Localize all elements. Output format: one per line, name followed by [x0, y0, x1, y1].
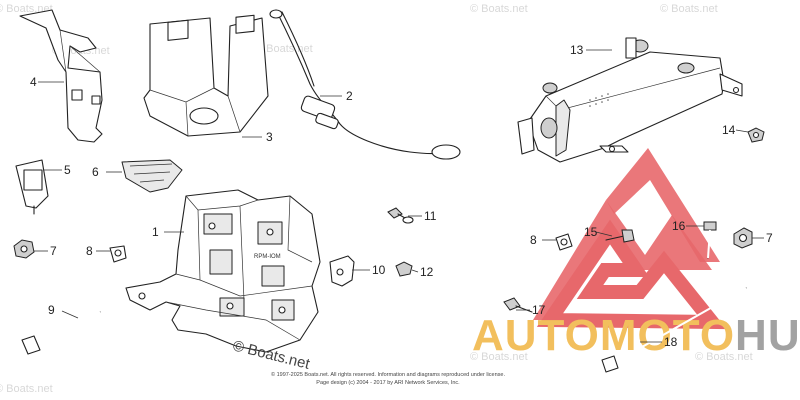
logo-auto: AUTO: [472, 311, 600, 360]
callout-1: 1: [152, 225, 159, 239]
part-12-nut: 12: [395, 261, 434, 279]
callout-10: 10: [372, 263, 386, 277]
callout-11: 11: [424, 209, 437, 223]
part-15-bolt: 15: [584, 225, 635, 243]
part-2-cable: 2: [269, 9, 461, 160]
callout-2: 2: [346, 89, 353, 103]
part-7-nut-left: 7: [13, 239, 57, 259]
watermark-text: © Boats.net: [470, 351, 528, 363]
footer-copyright: © 1997-2025 Boats.net. All rights reserv…: [271, 371, 505, 378]
part-6-connector: 6: [92, 159, 183, 193]
callout-12: 12: [420, 265, 434, 279]
part-1-main-frame: RPM-IOM 1: [125, 189, 321, 353]
part-7-nut-right: 7: [733, 227, 773, 249]
part-8-clip-left: 8: [86, 244, 127, 263]
part-9-cable-tie: 9: [21, 303, 101, 355]
part-14-nut: 14: [722, 123, 765, 143]
part-4-bracket: 4: [19, 9, 103, 143]
watermark-text: © Boats.net: [660, 3, 718, 15]
callout-4: 4: [30, 75, 37, 89]
callout-17: 17: [532, 303, 546, 317]
callout-5: 5: [64, 163, 71, 177]
part-11-bolt: 11: [387, 207, 437, 224]
footer-page-design: Page design (c) 2004 - 2017 by ARI Netwo…: [316, 380, 460, 386]
logo-triangle: [533, 148, 727, 330]
part-3-u-bracket: 3: [143, 14, 273, 144]
logo-hub: HUB: [735, 311, 800, 360]
part-18-cable-tie: 18: [601, 287, 747, 373]
watermark-text: © Boats.net: [0, 383, 53, 395]
watermark-text: © Boats.net: [470, 3, 528, 15]
part-13-electronic-unit: 13: [517, 37, 743, 163]
callout-7-left: 7: [50, 244, 57, 258]
callout-9: 9: [48, 303, 55, 317]
callout-3: 3: [266, 130, 273, 144]
callout-8-left: 8: [86, 244, 93, 258]
callout-18: 18: [664, 335, 678, 349]
svg-text:RPM-IOM: RPM-IOM: [254, 254, 281, 260]
watermark-text: © Boats.net: [695, 351, 753, 363]
callout-7-right: 7: [766, 231, 773, 245]
part-8-clip-right: 8: [530, 233, 573, 251]
callout-16: 16: [672, 219, 686, 233]
vent-dots: [589, 93, 609, 107]
part-5-fuse: 5: [15, 159, 71, 215]
logo-word-auto: AUTOMOTOHUB: [472, 311, 800, 360]
callout-13: 13: [570, 43, 584, 57]
callout-8-right: 8: [530, 233, 537, 247]
part-16-long-bolt: 16: [672, 219, 717, 259]
callout-6: 6: [92, 165, 99, 179]
callout-14: 14: [722, 123, 736, 137]
part-10-bracket-clip: 10: [329, 255, 386, 287]
logo-moto: MOTO: [600, 311, 735, 360]
automotohub-logo: AUTOMOTOHUB: [472, 148, 800, 360]
callout-15: 15: [584, 225, 598, 239]
part-17-bolt: 17: [503, 297, 546, 317]
